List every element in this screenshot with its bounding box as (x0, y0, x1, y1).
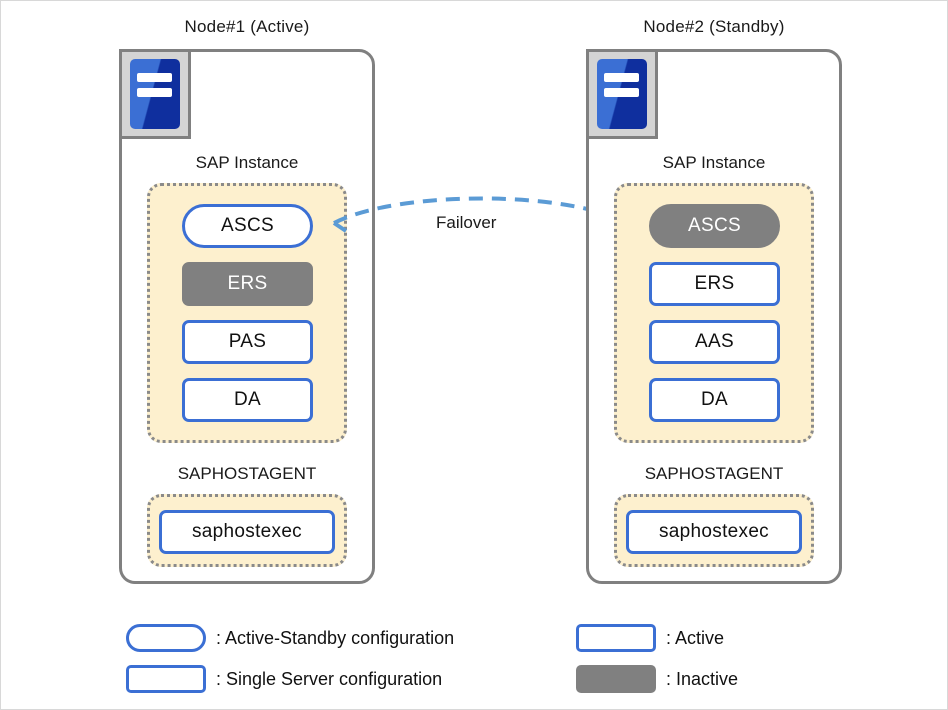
node1-group-label-sap-instance: SAP Instance (195, 153, 299, 172)
node1-group-label-saphostagent: SAPHOSTAGENT (177, 464, 317, 483)
server-icon-body (130, 59, 180, 129)
server-icon-bar-1 (137, 73, 172, 83)
legend-swatch-active (576, 624, 656, 652)
node2-component-saphostexec[interactable]: saphostexec (626, 510, 802, 554)
legend-label-active: : Active (666, 628, 725, 648)
node1-component-pas[interactable]: PAS (182, 320, 313, 364)
legend-label-active-standby: : Active-Standby configuration (216, 628, 455, 648)
failover-label: Failover (436, 213, 497, 232)
legend-swatch-active-standby (126, 624, 206, 652)
node2-group-label-saphostagent: SAPHOSTAGENT (644, 464, 784, 483)
node2-component-aas[interactable]: AAS (649, 320, 780, 364)
node2-component-ers[interactable]: ERS (649, 262, 780, 306)
node1-component-da[interactable]: DA (182, 378, 313, 422)
node2-server-icon (586, 49, 658, 139)
server-icon-bar-1 (604, 73, 639, 83)
node2-component-ascs[interactable]: ASCS (649, 204, 780, 248)
node1-title: Node#1 (Active) (184, 17, 310, 36)
legend-label-inactive: : Inactive (666, 669, 739, 689)
server-icon-bar-2 (137, 87, 172, 97)
node2-component-da[interactable]: DA (649, 378, 780, 422)
node1-component-ascs[interactable]: ASCS (182, 204, 313, 248)
node2-title: Node#2 (Standby) (643, 17, 785, 36)
server-icon-body (597, 59, 647, 129)
server-icon-bar-2 (604, 87, 639, 97)
node1-component-saphostexec[interactable]: saphostexec (159, 510, 335, 554)
node1-component-ers[interactable]: ERS (182, 262, 313, 306)
node2-group-label-sap-instance: SAP Instance (662, 153, 766, 172)
legend-label-single-server: : Single Server configuration (216, 669, 443, 689)
legend-swatch-single-server (126, 665, 206, 693)
node1-server-icon (119, 49, 191, 139)
legend-swatch-inactive (576, 665, 656, 693)
